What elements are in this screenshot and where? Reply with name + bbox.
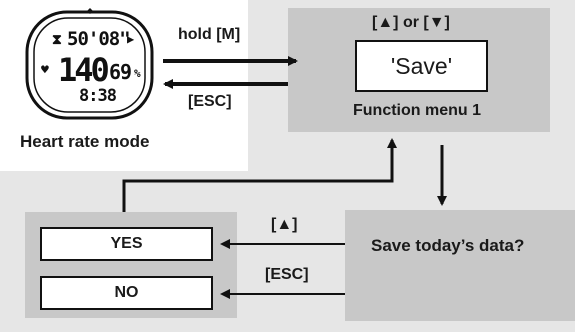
hold-m-label: hold [M]: [178, 26, 241, 43]
return-to-menu-line: [122, 138, 397, 212]
up-or-down-label: [▲] or [▼]: [372, 14, 450, 31]
save-display-text: 'Save': [390, 52, 453, 79]
watch-row-2-unit: %: [134, 67, 141, 80]
timer-icon: ⧗: [52, 32, 62, 48]
heart-small-icon: ♥: [41, 63, 49, 78]
up-label: [▲]: [271, 216, 298, 233]
yes-option[interactable]: YES: [40, 227, 213, 261]
heart-icon: [87, 8, 93, 14]
watch-row-2: 140: [58, 51, 110, 89]
watch-row-2-suffix: 69: [109, 60, 132, 84]
save-display: 'Save': [355, 40, 488, 92]
watch-face: ⧗ 50'08" ▶ ♥ 140 69 % 8:38: [25, 8, 155, 120]
prompt-panel: [345, 210, 575, 321]
save-prompt-text: Save today’s data?: [371, 236, 525, 255]
no-option-label: NO: [114, 284, 139, 301]
watch-row-1: 50'08": [67, 28, 131, 50]
watch-caption: Heart rate mode: [20, 132, 150, 151]
no-option[interactable]: NO: [40, 276, 213, 310]
watch-row-3: 8:38: [79, 86, 117, 106]
esc-bottom-label: [ESC]: [265, 266, 309, 283]
esc-top-label: [ESC]: [188, 93, 232, 110]
play-icon: ▶: [127, 32, 135, 46]
watch-outline: [25, 8, 154, 120]
function-menu-caption: Function menu 1: [353, 102, 481, 119]
yes-option-label: YES: [110, 235, 143, 252]
